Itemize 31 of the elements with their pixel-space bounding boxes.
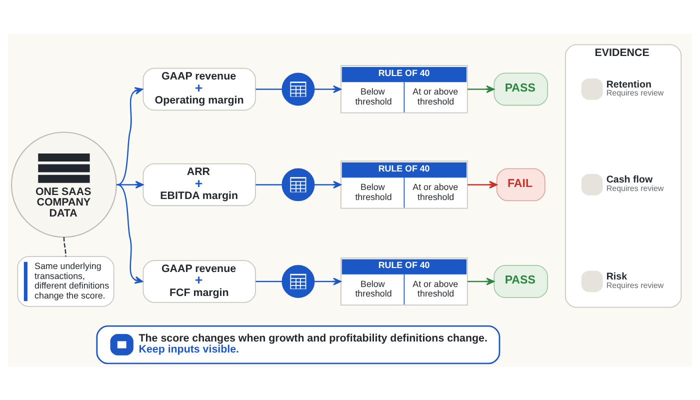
node-label: Requires review (606, 88, 664, 98)
node-label: Requires review (606, 184, 664, 193)
node-box: GAAP revenue + FCF margin (142, 260, 256, 302)
connector (256, 88, 282, 90)
node-label: Requires review (606, 280, 664, 290)
connector (256, 184, 282, 185)
arrow (468, 277, 494, 285)
node-box: The score changes when growth and profitability definitions change. Keep inputs visible. (96, 324, 500, 364)
arrow (314, 84, 342, 93)
arrow (116, 180, 144, 188)
arrow (117, 86, 143, 185)
node-circle: ONE SAAS COMPANY DATA (10, 131, 117, 238)
node-label: Cash flow (606, 174, 653, 186)
arrow (468, 84, 494, 93)
arrow (314, 277, 342, 285)
node-label: Retention (606, 78, 652, 90)
node-box: GAAP revenue + Operating margin (142, 67, 256, 110)
node-circle (282, 264, 315, 298)
node-box: FAIL (496, 168, 546, 201)
node-box: Same underlying transactions, different definitions change the score. (17, 256, 114, 306)
node-box: PASS (494, 264, 548, 298)
arrow (468, 180, 498, 188)
arrow (117, 184, 143, 284)
node-circle (282, 168, 315, 201)
node-circle (282, 72, 315, 106)
node-label: Risk (606, 271, 628, 282)
arrow (314, 180, 342, 188)
node-box: PASS (494, 72, 548, 106)
node-box: ARR + EBITDA margin (142, 162, 256, 206)
connector (256, 280, 282, 282)
connector (63, 236, 66, 256)
